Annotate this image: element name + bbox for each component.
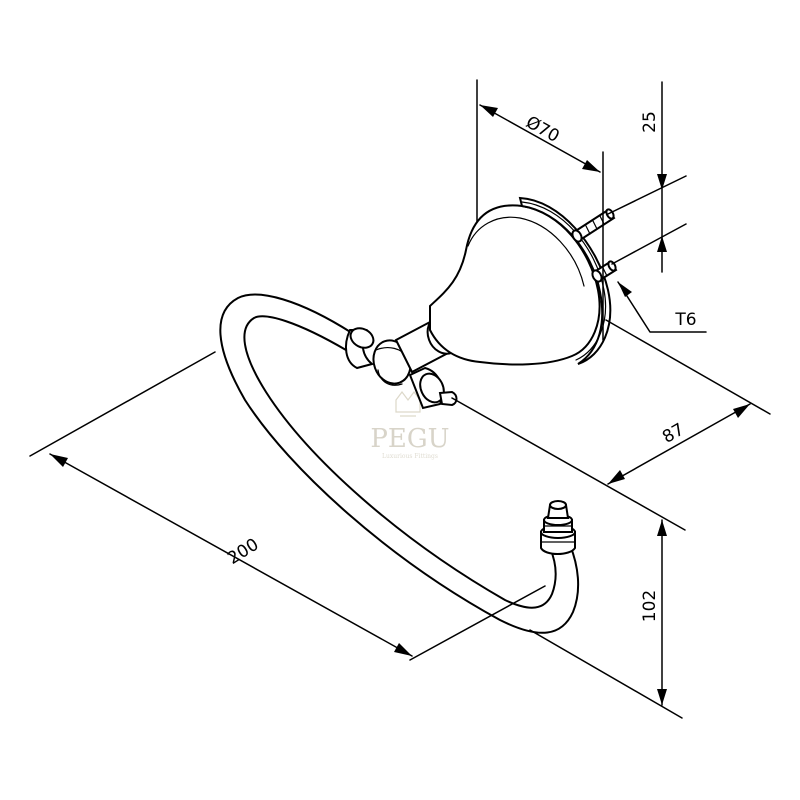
dim-screw-type-label: T6 bbox=[674, 310, 696, 330]
arrow-head bbox=[733, 404, 750, 418]
ring-inner-edge bbox=[243, 315, 557, 609]
ring-tube bbox=[219, 293, 580, 634]
ring-end-finial bbox=[540, 500, 576, 555]
watermark: PEGU Luxurious Fittings bbox=[370, 391, 450, 460]
dim-screw-spacing-label: 25 bbox=[640, 111, 660, 133]
arrow-head bbox=[480, 105, 498, 117]
rosette-base-ring bbox=[518, 196, 612, 365]
arrow-head bbox=[657, 689, 667, 705]
rosette-bell bbox=[429, 204, 601, 366]
dim-length-label: 200 bbox=[224, 535, 262, 569]
ring-outer-edge bbox=[219, 293, 580, 634]
arrow-head bbox=[50, 454, 68, 467]
dim-height: 102 bbox=[529, 519, 683, 719]
watermark-brand: PEGU bbox=[370, 424, 449, 454]
arrow-head bbox=[657, 236, 667, 252]
dim-length: 200 bbox=[29, 351, 546, 661]
wall-rosette bbox=[429, 196, 612, 366]
dim-diameter-label: Ø70 bbox=[522, 112, 562, 146]
towel-ring-object bbox=[219, 196, 618, 634]
arrow-head bbox=[657, 520, 667, 536]
dimension-lines: Ø70 25 T6 87 bbox=[29, 79, 771, 719]
arrow-head bbox=[657, 174, 667, 190]
screw-upper bbox=[571, 208, 616, 243]
arrow-head bbox=[394, 643, 412, 656]
dim-depth-label: 87 bbox=[659, 420, 688, 448]
watermark-crown-icon bbox=[395, 391, 421, 417]
dim-height-label: 102 bbox=[640, 590, 660, 622]
dim-screw-type: T6 bbox=[617, 281, 707, 333]
arrow-head bbox=[618, 282, 632, 297]
arrow-head bbox=[582, 160, 600, 172]
arrow-head bbox=[608, 470, 625, 484]
dim-screw-spacing: 25 bbox=[607, 81, 687, 273]
watermark-tagline: Luxurious Fittings bbox=[382, 453, 438, 460]
